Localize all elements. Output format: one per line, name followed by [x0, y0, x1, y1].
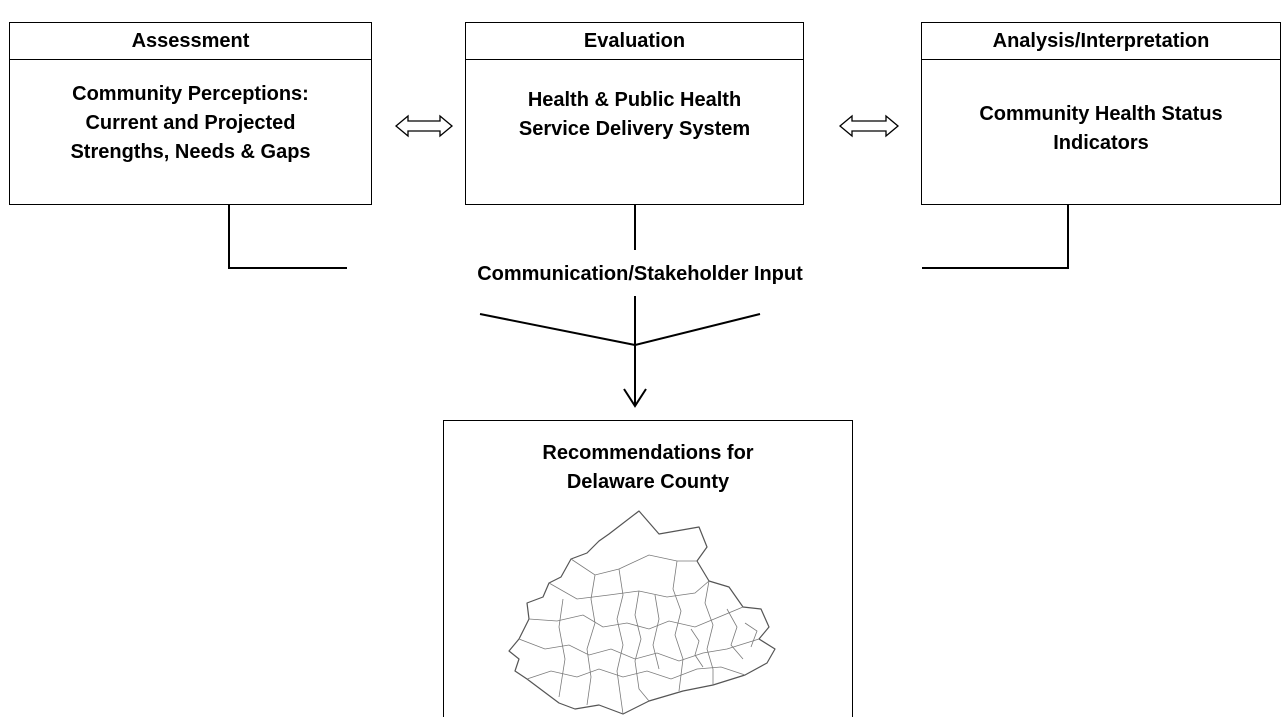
recommendations-line: Delaware County [566, 471, 730, 493]
evaluation-line: Service Delivery System [518, 118, 751, 140]
analysis-line: Indicators [1053, 132, 1149, 154]
assessment-body: Community Perceptions: Current and Proje… [10, 80, 371, 167]
double-headed-arrow-icon [394, 114, 454, 138]
recommendations-title: Recommendations for Delaware County [444, 439, 852, 497]
assessment-box: Assessment Community Perceptions: Curren… [9, 22, 372, 205]
double-headed-arrow-icon [838, 114, 900, 138]
down-arrow-icon [623, 388, 647, 408]
delaware-county-map-icon [508, 510, 776, 715]
assessment-line: Current and Projected [85, 112, 296, 134]
recommendations-box: Recommendations for Delaware County [443, 420, 853, 717]
funnel-right-line [634, 313, 761, 346]
analysis-line: Community Health Status [979, 103, 1223, 125]
analysis-body: Community Health Status Indicators [922, 100, 1280, 158]
assessment-header: Assessment [10, 23, 371, 60]
evaluation-box: Evaluation Health & Public Health Servic… [465, 22, 804, 205]
analysis-box: Analysis/Interpretation Community Health… [921, 22, 1281, 205]
assessment-connector [228, 205, 347, 269]
evaluation-line: Health & Public Health [527, 89, 742, 111]
recommendations-line: Recommendations for [542, 442, 754, 464]
assessment-line: Strengths, Needs & Gaps [70, 141, 311, 163]
evaluation-body: Health & Public Health Service Delivery … [466, 86, 803, 144]
communication-label: Communication/Stakeholder Input [477, 262, 803, 285]
analysis-header: Analysis/Interpretation [922, 23, 1280, 60]
analysis-connector [922, 205, 1069, 269]
funnel-left-line [479, 313, 636, 346]
evaluation-header: Evaluation [466, 23, 803, 60]
assessment-line: Community Perceptions: [72, 83, 309, 105]
